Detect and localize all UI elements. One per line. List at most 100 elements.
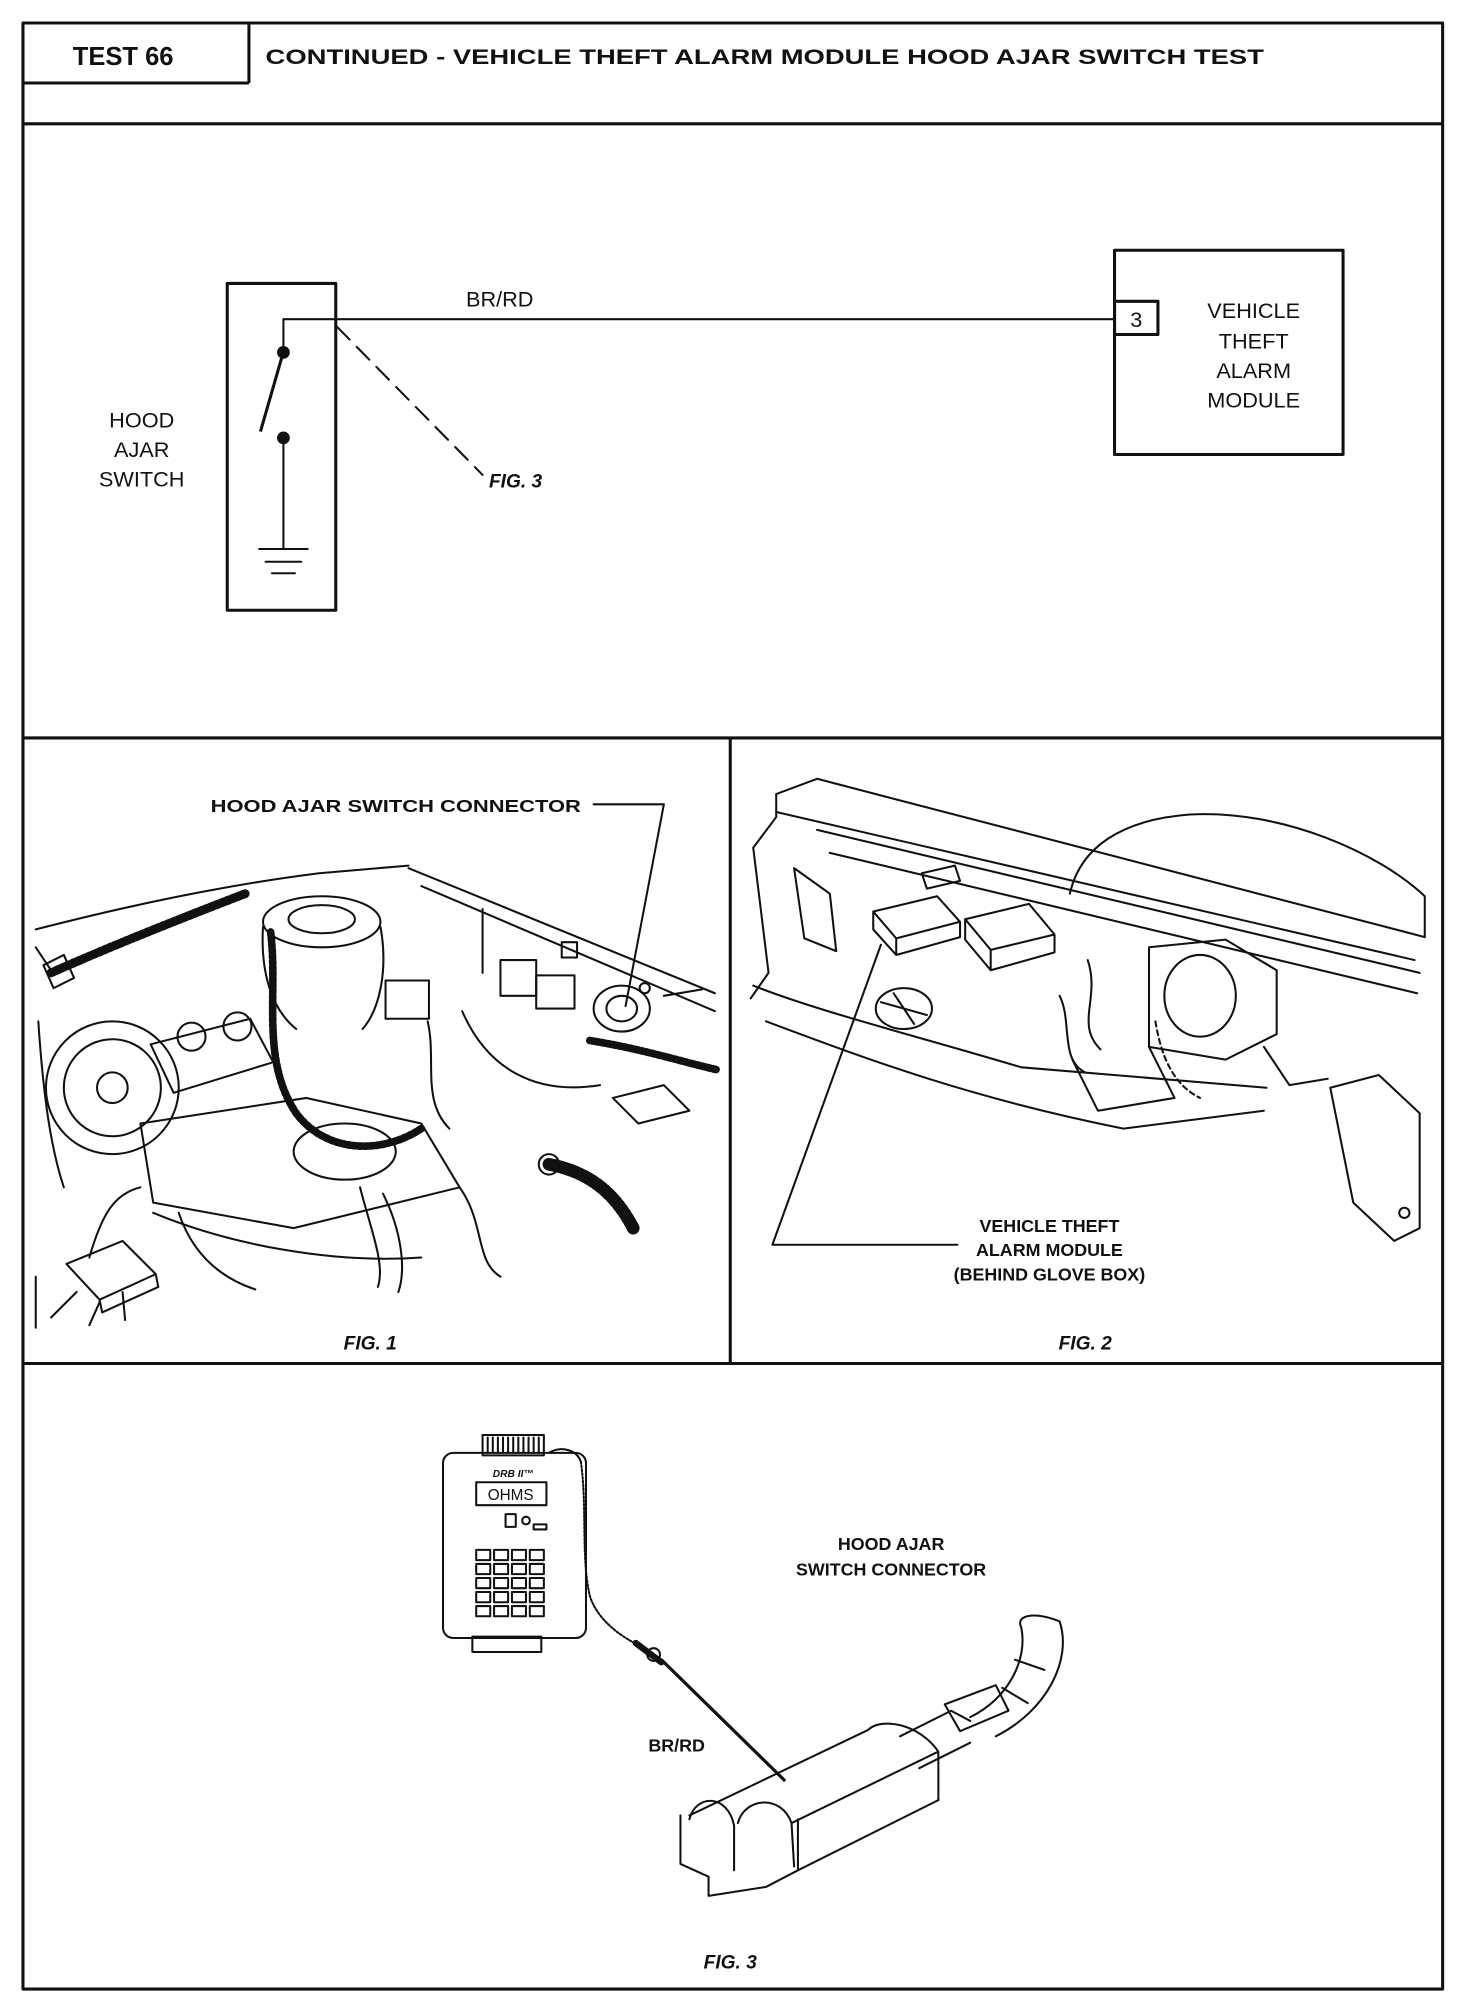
keypad-key: [493, 1548, 510, 1562]
brake-booster-ring: [62, 1038, 162, 1138]
underhood-component: [65, 1239, 160, 1314]
connector-cavities: [688, 1799, 796, 1872]
fig1-engine-compartment-illustration: [34, 864, 722, 1329]
keypad-key: [528, 1562, 545, 1576]
tester-display: [475, 1481, 548, 1507]
connector-ridges: [486, 1436, 540, 1454]
brake-booster-hub: [96, 1071, 129, 1105]
panel-tab: [920, 864, 962, 890]
panel-cutout: [793, 867, 838, 953]
vehicle-theft-alarm-module: [872, 895, 962, 956]
tester-body: [441, 1451, 588, 1639]
probe-needle: [660, 1658, 787, 1783]
tester-keypad: [475, 1548, 545, 1618]
fig3-caption: FIG. 3: [704, 1953, 758, 1974]
keypad-key: [493, 1605, 510, 1618]
wire-color-label: BR/RD: [466, 286, 533, 311]
support: [1071, 1045, 1176, 1112]
connector-wires: [899, 1709, 972, 1770]
radiator-support-line: [34, 1211, 423, 1329]
keypad-key: [475, 1548, 492, 1562]
fig2-dashboard-illustration: [749, 777, 1426, 1242]
module-label-line: VEHICLE: [1207, 298, 1300, 323]
hood-edge-line: [34, 864, 410, 931]
tester-indicator: [504, 1513, 517, 1528]
switch-contact-top: [277, 345, 290, 359]
tester-top-connector: [481, 1433, 545, 1457]
fig2-callout-line: VEHICLE THEFT: [979, 1216, 1119, 1236]
strut-tower: [261, 895, 382, 949]
wire: [426, 1020, 451, 1130]
cowl-lines: [775, 810, 1421, 995]
connector-stud: [638, 982, 651, 995]
probe-ring: [646, 1647, 662, 1662]
intake-bundle: [292, 1122, 397, 1181]
fig3-test-illustration: DRB II™ OHMS: [441, 1433, 1064, 1897]
test-lead-cable: [579, 1460, 648, 1650]
duct-opening: [1163, 953, 1237, 1038]
fig2-caption: FIG. 2: [1059, 1333, 1113, 1354]
component-wires: [50, 1186, 142, 1327]
strut-tower-cap: [287, 904, 356, 935]
wire-harness: [585, 1036, 722, 1074]
keypad-key: [475, 1605, 492, 1618]
harness-plug: [42, 953, 76, 990]
wire-harness: [266, 928, 426, 1150]
connector-body: [605, 994, 639, 1023]
brake-booster: [44, 1020, 180, 1156]
switch-label-line: AJAR: [114, 437, 169, 462]
page-title: CONTINUED - VEHICLE THEFT ALARM MODULE H…: [266, 44, 1265, 69]
keypad-key: [528, 1605, 545, 1618]
bracket-hole: [1398, 1206, 1411, 1219]
cowl-strip: [775, 777, 1426, 939]
keypad-key: [528, 1590, 545, 1604]
tester-display-text: OHMS: [488, 1487, 534, 1504]
fig3-reference: FIG. 3: [489, 472, 543, 493]
dash-wires: [1058, 959, 1102, 1074]
hidden-line: [1154, 1020, 1202, 1099]
keypad-key: [510, 1605, 528, 1618]
keypad-key: [510, 1548, 528, 1562]
wire-clip: [943, 1684, 1010, 1733]
wire: [461, 1010, 602, 1089]
switch-icon: [258, 355, 284, 432]
fig3-callout-line: HOOD AJAR: [838, 1534, 945, 1554]
wiring-schematic: FIG. 3 BR/RD HOOD AJAR SWITCH 3 VEHICLE …: [99, 248, 1345, 612]
fig2-callout-leader: [771, 943, 959, 1246]
support-edge: [1262, 1045, 1329, 1087]
fig3-reference-leader: [336, 325, 484, 476]
cowl-line: [407, 867, 716, 995]
hood-ajar-switch-connector: [679, 1614, 1064, 1897]
keypad-key: [528, 1548, 545, 1562]
tester-led: [521, 1515, 531, 1526]
test-number: TEST 66: [73, 43, 174, 71]
tester-brand: DRB II™: [493, 1469, 534, 1480]
hose-fitting: [537, 1153, 561, 1176]
switch-label-line: HOOD: [109, 408, 174, 433]
side-bracket: [1329, 1073, 1421, 1242]
switch-label-line: SWITCH: [99, 466, 185, 491]
reservoir-cap: [176, 1021, 207, 1052]
lower-frame: [752, 984, 1268, 1130]
keypad-key: [475, 1562, 492, 1576]
blower-detail: [879, 992, 928, 1025]
relay-tab: [560, 941, 579, 959]
instrument-panel-hump: [1068, 813, 1426, 939]
wire-harness: [46, 889, 250, 978]
tester-logo-mark: [532, 1523, 548, 1531]
fig1-callout: HOOD AJAR SWITCH CONNECTOR: [211, 796, 581, 816]
pin-box: [1113, 299, 1160, 337]
bracket: [611, 988, 704, 1125]
blower-housing: [874, 987, 933, 1031]
relay: [535, 974, 576, 1010]
cable-nub: [547, 1448, 582, 1463]
module-label-line: MODULE: [1207, 387, 1300, 412]
ground-icon: [258, 547, 309, 575]
wire-br-rd: [282, 318, 1116, 354]
keypad-key: [493, 1590, 510, 1604]
left-fender-line: [34, 946, 65, 1189]
pin-number: 3: [1130, 307, 1142, 332]
keypad-key: [475, 1590, 492, 1604]
air-hose: [542, 1157, 640, 1235]
